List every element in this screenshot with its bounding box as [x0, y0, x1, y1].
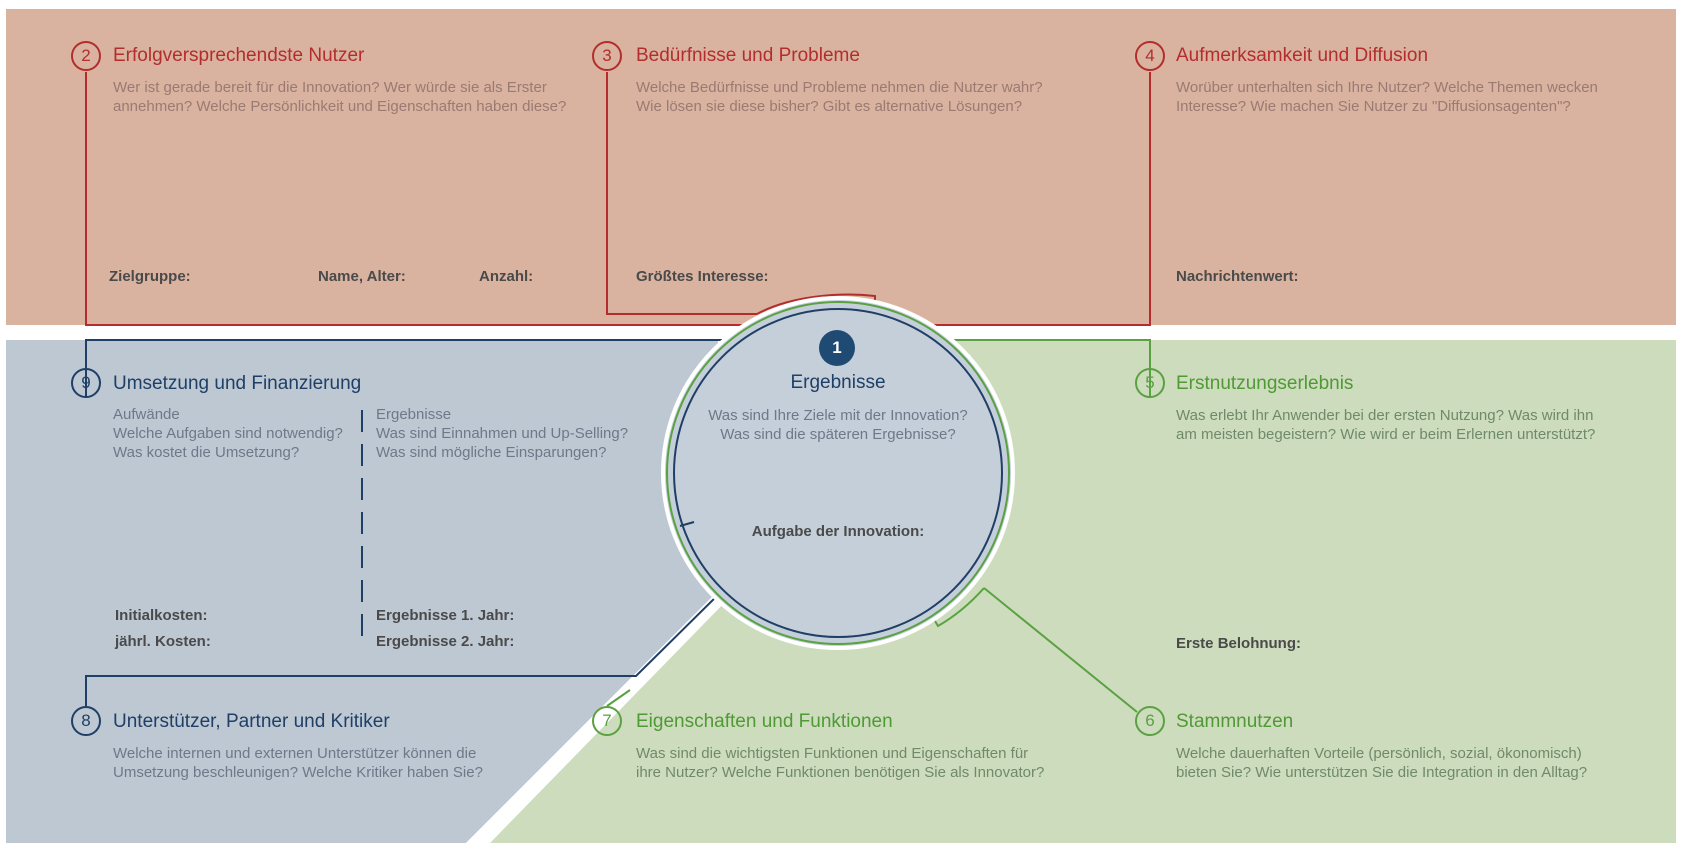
- section-1-label: Aufgabe der Innovation:: [751, 523, 925, 540]
- section-2-label-zielgruppe: Zielgruppe:: [109, 268, 191, 285]
- section-8-question: Welche internen und externen Unterstütze…: [113, 745, 483, 781]
- section-8-number: 8: [71, 706, 101, 736]
- section-1-question: Was sind Ihre Ziele mit der Innovation? …: [708, 407, 968, 443]
- section-9-label-initialkosten: Initialkosten:: [115, 607, 208, 624]
- section-9-number: 9: [71, 368, 101, 398]
- center-circle: [673, 308, 1003, 638]
- section-9-right-question: Was sind Einnahmen und Up-Selling? Was s…: [376, 425, 629, 461]
- section-3-number: 3: [592, 41, 622, 71]
- red-region: [6, 9, 1676, 325]
- section-2-label-name-alter: Name, Alter:: [318, 268, 406, 285]
- section-2-question: Wer ist gerade bereit für die Innovation…: [113, 79, 567, 115]
- section-2-number: 2: [71, 41, 101, 71]
- section-7-number: 7: [592, 706, 622, 736]
- section-9-label-ergebnisse-1: Ergebnisse 1. Jahr:: [376, 607, 515, 624]
- section-9-label-ergebnisse-2: Ergebnisse 2. Jahr:: [376, 633, 515, 650]
- section-4-title: Aufmerksamkeit und Diffusion: [1176, 45, 1429, 66]
- section-1-number: 1: [819, 330, 855, 366]
- section-9-left-heading: Aufwände: [113, 406, 180, 423]
- section-4-number: 4: [1135, 41, 1165, 71]
- green-region: [490, 340, 1676, 843]
- section-3-question: Welche Bedürfnisse und Probleme nehmen d…: [636, 79, 1043, 115]
- section-1-title: Ergebnisse: [790, 372, 886, 393]
- section-4-label: Nachrichtenwert:: [1176, 268, 1299, 285]
- section-9-right-heading: Ergebnisse: [376, 406, 452, 423]
- section-5-number: 5: [1135, 368, 1165, 398]
- section-6-number: 6: [1135, 706, 1165, 736]
- section-2-title: Erfolgversprechendste Nutzer: [113, 45, 365, 66]
- section-3-title: Bedürfnisse und Probleme: [636, 45, 860, 66]
- section-9-title: Umsetzung und Finanzierung: [113, 373, 362, 394]
- section-9-left-question: Welche Aufgaben sind notwendig? Was kost…: [113, 425, 343, 461]
- section-6-title: Stammnutzen: [1176, 711, 1294, 732]
- center-arc-accent: [679, 521, 695, 527]
- section-5-label: Erste Belohnung:: [1176, 635, 1302, 652]
- section-7-title: Eigenschaften und Funktionen: [636, 711, 893, 732]
- section-7-question: Was sind die wichtigsten Funktionen und …: [636, 745, 1045, 781]
- section-5-question: Was erlebt Ihr Anwender bei der ersten N…: [1176, 407, 1596, 443]
- section-2-label-anzahl: Anzahl:: [479, 268, 534, 285]
- section-4-question: Worüber unterhalten sich Ihre Nutzer? We…: [1176, 79, 1598, 115]
- center-circle-ring: [666, 301, 1010, 645]
- section-9-label-jaehrl-kosten: jährl. Kosten:: [115, 633, 211, 650]
- section-3-label: Größtes Interesse:: [636, 268, 769, 285]
- red-connectors: [85, 72, 1151, 326]
- section-8-title: Unterstützer, Partner und Kritiker: [113, 711, 390, 732]
- section-6-question: Welche dauerhaften Vorteile (persönlich,…: [1176, 745, 1588, 781]
- section-5-title: Erstnutzungserlebnis: [1176, 373, 1354, 394]
